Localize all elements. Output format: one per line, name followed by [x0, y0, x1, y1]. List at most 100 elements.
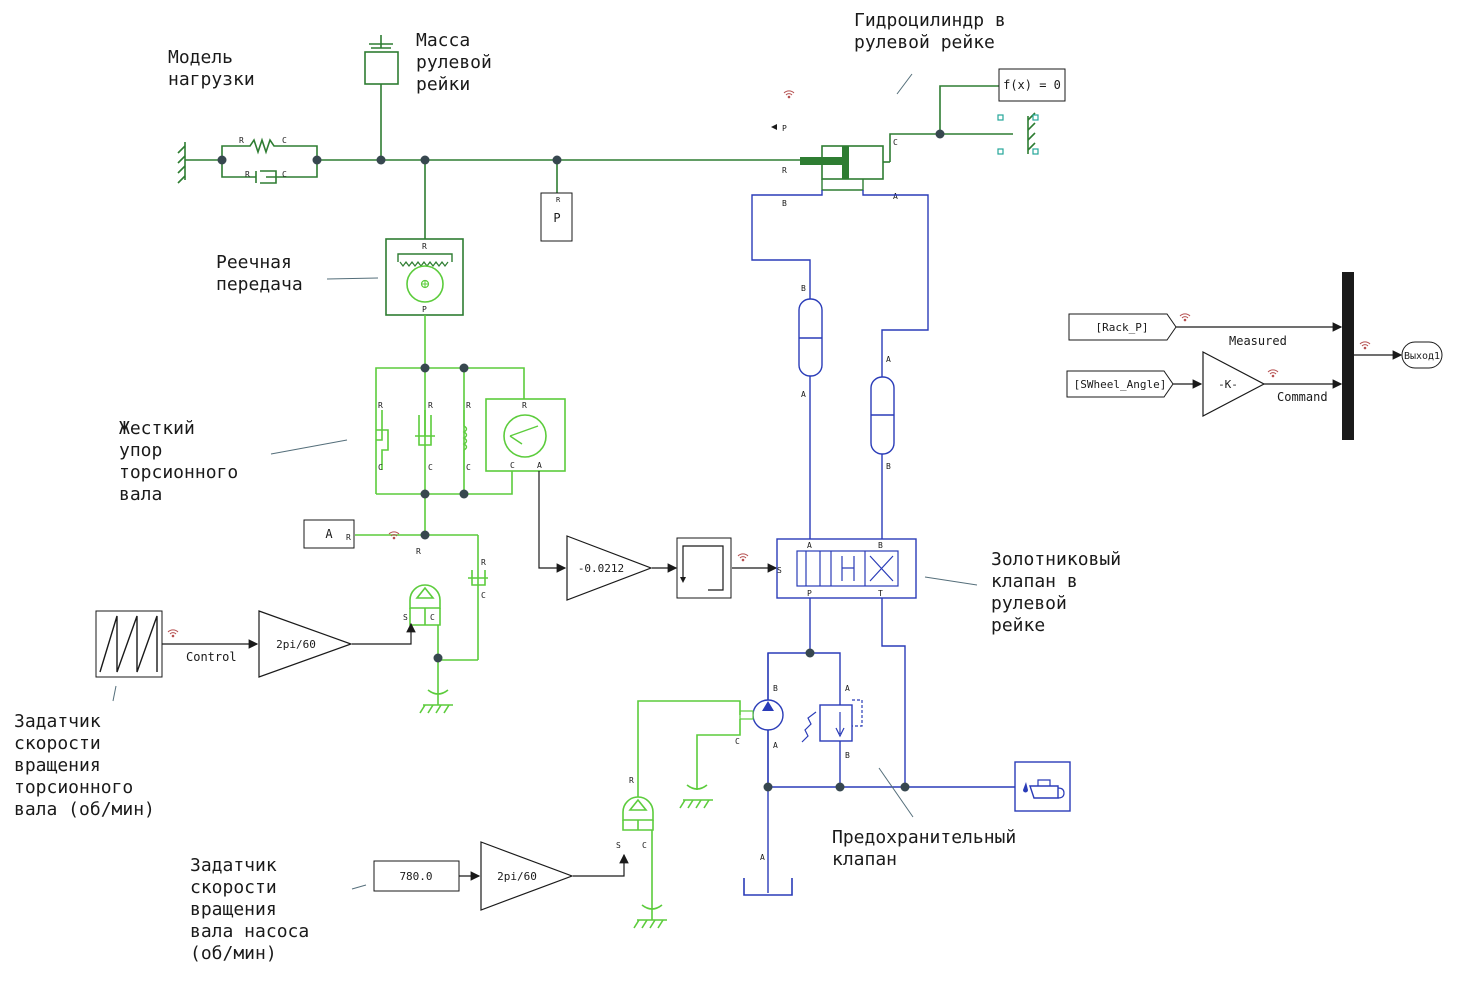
- wifi-icon: [167, 629, 179, 638]
- measured-signal-label: Measured: [1229, 334, 1287, 348]
- goto-rack-label: [Rack_P]: [1096, 321, 1149, 334]
- port-r: R: [556, 196, 561, 204]
- position-sensor-block[interactable]: P R: [540, 160, 573, 242]
- pump-speed-source-annotation: Задатчик скорости вращения вала насоса (…: [190, 855, 310, 964]
- angle-sensor-rotational[interactable]: R C A: [485, 398, 566, 472]
- hydraulic-fluid-block[interactable]: [1014, 761, 1071, 812]
- position-sensor-label: P: [553, 211, 560, 225]
- selection-handles: [997, 114, 1039, 155]
- repeating-sequence-block[interactable]: [95, 610, 163, 678]
- relief-valve-annotation: Предохранительный клапан: [832, 827, 1017, 870]
- wifi-icon: [1267, 369, 1279, 378]
- port-p: P: [422, 305, 427, 314]
- outport-label: Выход1: [1404, 351, 1440, 362]
- port-r: R: [245, 170, 250, 179]
- hydraulic-cylinder-block[interactable]: R C B A P: [771, 124, 1013, 208]
- spool-valve-annotation: Золотниковый клапан в рулевой рейке: [991, 549, 1122, 636]
- rack-mass-annotation: Масса рулевой рейки: [416, 30, 492, 95]
- port-a: A: [760, 853, 765, 862]
- gain-k-label: -K-: [1218, 378, 1238, 391]
- control-signal-label: Control: [186, 650, 237, 664]
- pump-constant-block[interactable]: 780.0: [373, 860, 460, 892]
- goto-wheel-block[interactable]: [SWheel_Angle]: [1066, 370, 1174, 398]
- mux-block[interactable]: [1342, 272, 1354, 440]
- port-c: C: [428, 463, 433, 472]
- mechanical-reference-right[interactable]: [1027, 112, 1036, 154]
- port-r: R: [782, 166, 787, 175]
- hard-stop-port-labels: R R R C C C: [378, 401, 471, 472]
- signal-logging-icons: [167, 90, 1371, 638]
- port-r: R: [422, 242, 427, 251]
- rack-pinion-block[interactable]: R P: [385, 160, 464, 316]
- port-b: B: [782, 199, 787, 208]
- port-s: S: [777, 566, 782, 575]
- gain-control-label: 2pi/60: [276, 638, 316, 651]
- hydraulic-line-b[interactable]: [798, 298, 823, 377]
- torsion-speed-source-block[interactable]: [355, 534, 488, 714]
- gain-spool-block[interactable]: -0.0212: [566, 535, 653, 601]
- port-b: B: [886, 462, 891, 471]
- goto-rack-block[interactable]: [Rack_P]: [1068, 313, 1177, 341]
- port-c: C: [282, 136, 287, 145]
- port-c: C: [430, 613, 435, 622]
- port-c: C: [378, 463, 383, 472]
- pump-block[interactable]: C: [735, 653, 784, 787]
- gain-k-block[interactable]: -K-: [1202, 351, 1266, 417]
- goto-wheel-label: [SWheel_Angle]: [1074, 378, 1167, 391]
- gain-pump-block[interactable]: 2pi/60: [480, 841, 574, 911]
- port-r: R: [346, 533, 351, 542]
- port-a: A: [801, 390, 806, 399]
- solver-config-block[interactable]: f(x) = 0: [939, 68, 1066, 134]
- port-p: P: [782, 124, 787, 133]
- port-c: C: [481, 591, 486, 600]
- angle-sensor-label: A: [325, 527, 333, 541]
- gain-control-block[interactable]: 2pi/60: [258, 610, 353, 678]
- port-r: R: [466, 401, 471, 410]
- port-a: A: [886, 355, 891, 364]
- port-c: C: [466, 463, 471, 472]
- port-b: B: [878, 541, 883, 550]
- port-c: C: [282, 170, 287, 179]
- port-a: A: [773, 741, 778, 750]
- command-signal-label: Command: [1277, 390, 1328, 404]
- wifi-icon: [1179, 313, 1191, 322]
- port-a: A: [537, 461, 542, 470]
- port-r: R: [522, 401, 527, 410]
- port-c: C: [893, 138, 898, 147]
- hydraulic-line-a[interactable]: [870, 376, 895, 455]
- rack-mass-block[interactable]: [364, 35, 399, 160]
- torsion-hard-stop-group[interactable]: [375, 315, 525, 535]
- relief-valve-block[interactable]: [801, 685, 863, 743]
- gain-pump-label: 2pi/60: [497, 870, 537, 883]
- port-a: A: [893, 192, 898, 201]
- control-signal-path: [162, 622, 416, 649]
- load-model[interactable]: [177, 137, 800, 184]
- wifi-icon: [1359, 341, 1371, 350]
- load-model-port-labels: R C R C: [239, 136, 287, 179]
- solver-config-label: f(x) = 0: [1003, 78, 1061, 92]
- angle-sensor-block[interactable]: A R: [303, 519, 355, 549]
- port-s: S: [616, 841, 621, 850]
- port-a: A: [807, 541, 812, 550]
- pump-signal-path: [459, 853, 629, 881]
- load-model-annotation: Модель нагрузки: [168, 47, 255, 90]
- ps-converter-block[interactable]: [676, 537, 732, 599]
- port-c: C: [735, 737, 740, 746]
- spool-valve-block[interactable]: A B P T S: [776, 538, 917, 599]
- hard-stop-annotation: Жесткий упор торсионного вала: [119, 418, 239, 505]
- junction-nodes: [217, 129, 945, 165]
- port-b: B: [845, 751, 850, 760]
- wifi-icon: [783, 90, 795, 99]
- torsion-speed-source-annotation: Задатчик скорости вращения торсионного в…: [14, 711, 155, 820]
- output-signal-paths: [1173, 322, 1403, 389]
- pump-constant-label: 780.0: [399, 870, 432, 883]
- rack-pinion-annotation: Реечная передача: [216, 252, 303, 295]
- outport-block[interactable]: Выход1: [1401, 341, 1443, 369]
- port-a: A: [845, 684, 850, 693]
- pump-speed-source-block[interactable]: [622, 700, 741, 929]
- hydraulic-lines: [743, 190, 1015, 896]
- wifi-icon: [737, 553, 749, 562]
- port-b: B: [773, 684, 778, 693]
- port-r: R: [239, 136, 244, 145]
